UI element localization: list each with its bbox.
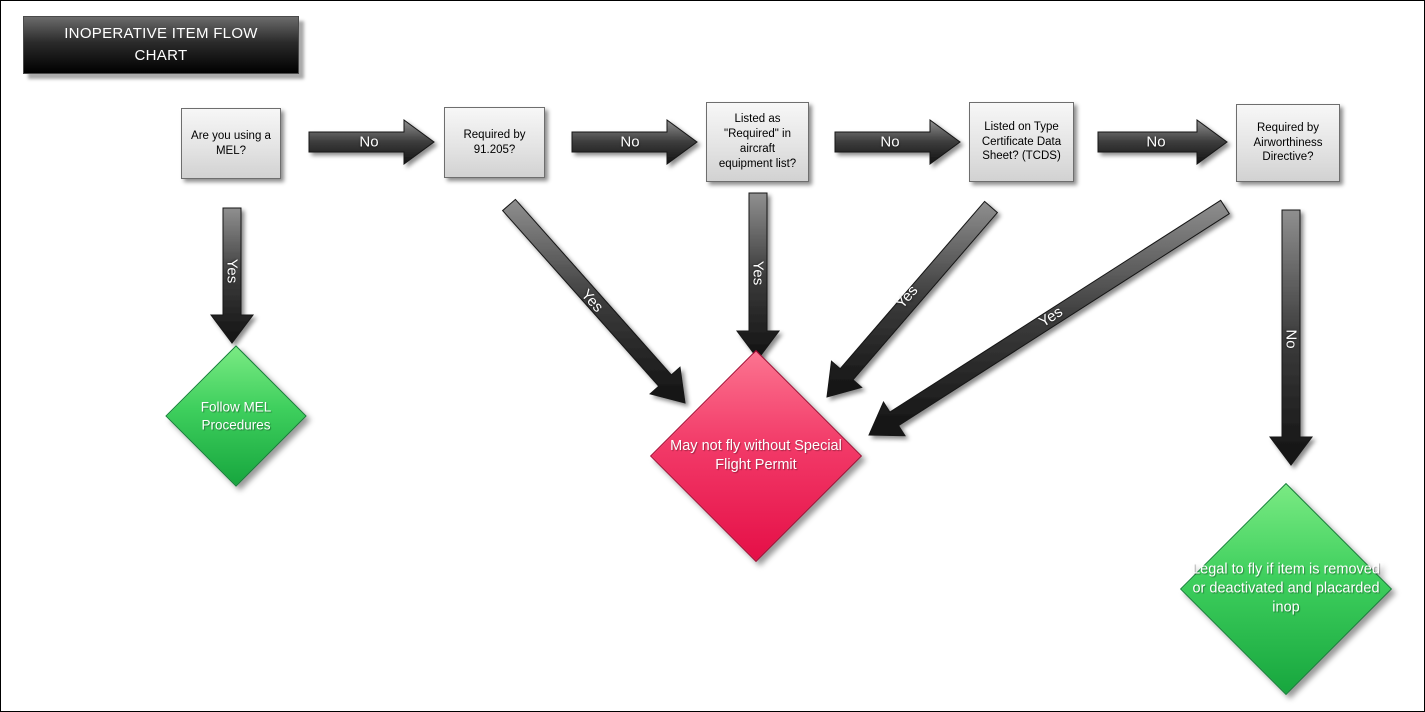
outcome-follow-mel-label: Follow MEL Procedures <box>200 399 272 432</box>
edge-label-no-q4-q5: No <box>1146 133 1166 151</box>
arrow-q2-q3 <box>571 119 698 165</box>
edge-label-yes-q1-mel: Yes <box>223 258 241 284</box>
arrow-q5-legal <box>1269 209 1313 466</box>
outcome-no-flight-permit-label: May not fly without Special Flight Permi… <box>670 438 842 473</box>
edge-label-no-q3-q4: No <box>880 133 900 151</box>
outcome-no-flight-permit: May not fly without Special Flight Permi… <box>649 349 863 563</box>
outcome-legal-to-fly-label: Legal to fly if item is removed or deact… <box>1192 561 1380 616</box>
chart-title: INOPERATIVE ITEM FLOW CHART <box>23 16 299 74</box>
arrow-q4-q5 <box>1097 119 1228 165</box>
arrow-q1-follow-mel <box>210 207 254 344</box>
question-box-airworthiness-directive: Required by Airworthiness Directive? <box>1236 104 1340 182</box>
edge-label-yes-q3-permit: Yes <box>749 260 767 286</box>
question-box-equipment-list: Listed as "Required" in aircraft equipme… <box>706 102 809 182</box>
outcome-legal-to-fly: Legal to fly if item is removed or deact… <box>1179 482 1393 696</box>
edge-label-no-q2-q3: No <box>620 133 640 151</box>
outcome-follow-mel: Follow MEL Procedures <box>165 345 307 487</box>
arrow-q3-no-permit <box>736 192 780 360</box>
question-box-tcds: Listed on Type Certificate Data Sheet? (… <box>969 102 1074 182</box>
arrow-q1-q2 <box>308 119 435 165</box>
edge-label-no-q1-q2: No <box>359 133 379 151</box>
edge-label-no-q5-legal: No <box>1282 329 1300 349</box>
arrow-q5-no-permit <box>868 199 1230 437</box>
arrow-q3-q4 <box>834 119 961 165</box>
arrow-q4-no-permit <box>826 200 999 398</box>
question-box-91205: Required by 91.205? <box>444 107 545 178</box>
question-box-mel: Are you using a MEL? <box>181 108 281 179</box>
arrow-q2-no-permit <box>501 198 686 404</box>
